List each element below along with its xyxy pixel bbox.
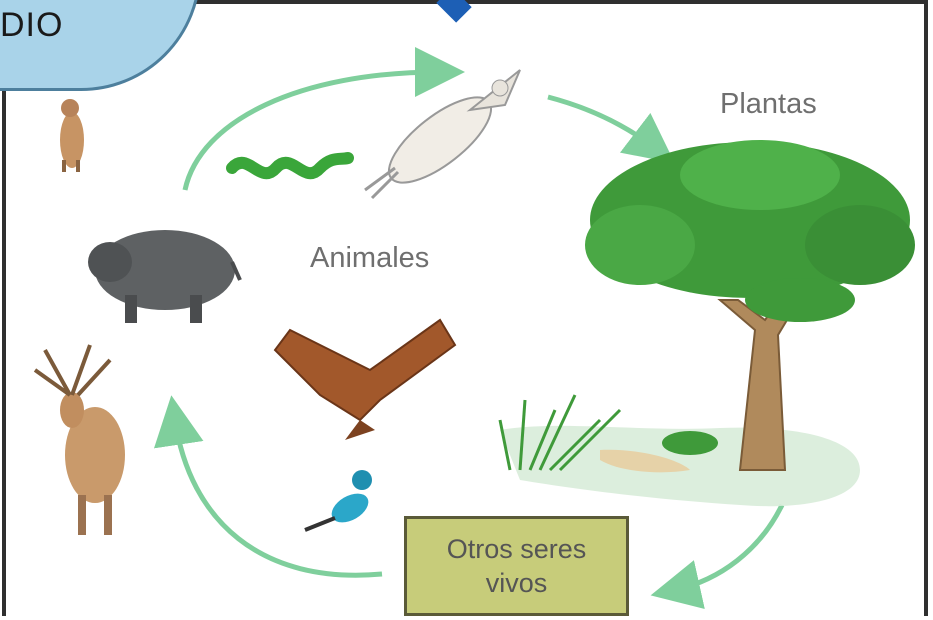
- small-animal-illustration: [60, 99, 84, 172]
- shrub-illustration: [662, 431, 718, 455]
- arrow-plants-to-others: [675, 505, 782, 590]
- other-living-beings-box: Otros seres vivos: [404, 516, 629, 616]
- arrow-top-to-plants: [548, 97, 655, 148]
- tree-illustration: [585, 140, 915, 470]
- eagle-illustration: [275, 320, 455, 440]
- others-line-2: vivos: [486, 566, 548, 600]
- heron-illustration: [365, 70, 520, 198]
- others-line-1: Otros seres: [447, 532, 587, 566]
- boar-illustration: [88, 230, 240, 323]
- blue-bird-illustration: [305, 470, 373, 530]
- deer-illustration: [35, 345, 125, 535]
- snake-illustration: [232, 158, 348, 173]
- plants-label: Plantas: [720, 88, 817, 121]
- animals-label: Animales: [310, 242, 429, 275]
